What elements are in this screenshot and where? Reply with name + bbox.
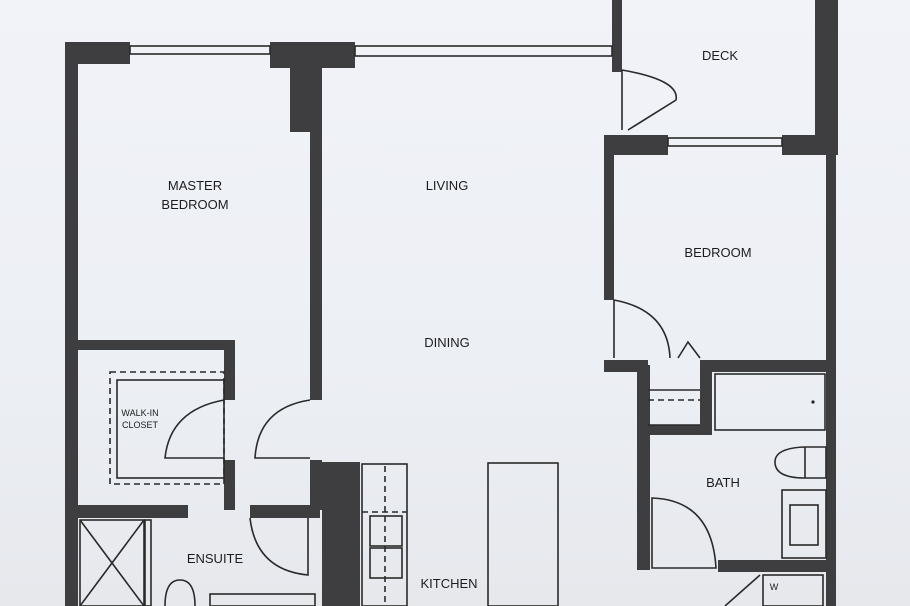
label-walk-in-closet-2: CLOSET xyxy=(122,420,159,430)
label-dining: DINING xyxy=(424,335,470,350)
label-washer: W xyxy=(770,582,779,592)
label-master-bedroom-1: MASTER xyxy=(168,178,222,193)
label-living: LIVING xyxy=(426,178,469,193)
room-labels: DECK MASTER BEDROOM LIVING BEDROOM DININ… xyxy=(121,48,778,592)
doors xyxy=(164,69,761,606)
windows xyxy=(129,45,783,147)
label-master-bedroom-2: BEDROOM xyxy=(161,197,228,212)
label-walk-in-closet-1: WALK-IN xyxy=(121,408,158,418)
label-bedroom: BEDROOM xyxy=(684,245,751,260)
label-deck: DECK xyxy=(702,48,738,63)
label-ensuite: ENSUITE xyxy=(187,551,244,566)
walls xyxy=(65,0,838,606)
fixtures xyxy=(79,371,827,606)
label-kitchen: KITCHEN xyxy=(420,576,477,591)
label-bath: BATH xyxy=(706,475,740,490)
